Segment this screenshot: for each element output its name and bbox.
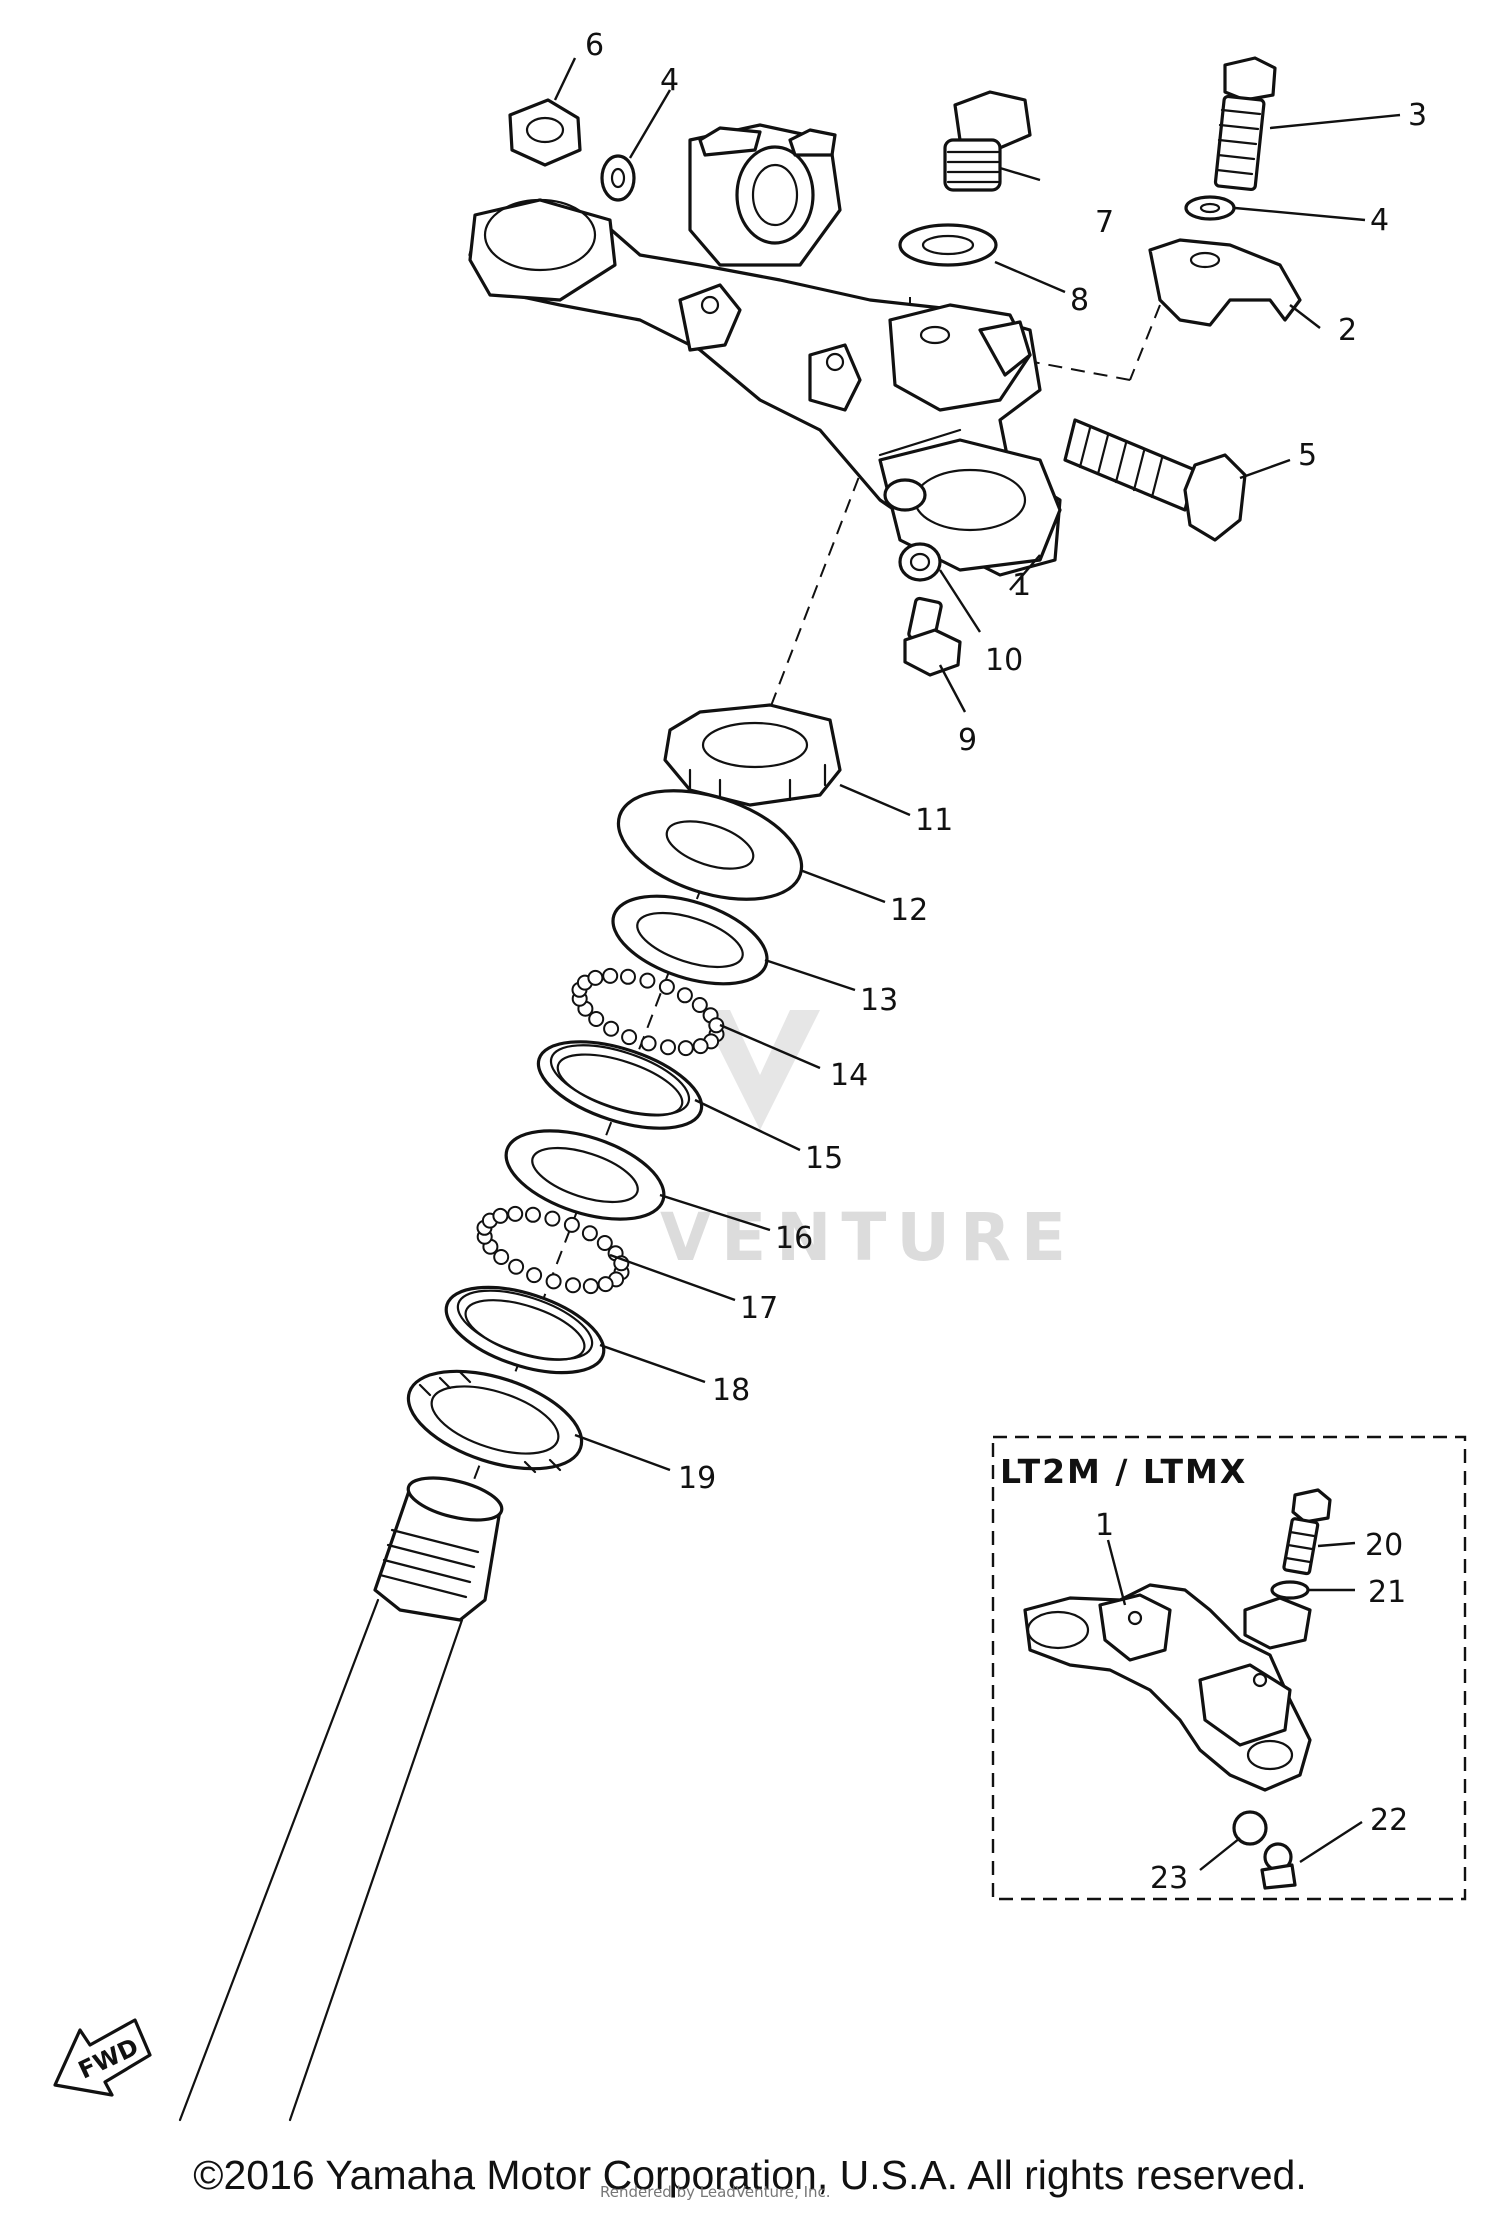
callout-6: 6 xyxy=(585,28,604,63)
callout-5: 5 xyxy=(1298,438,1317,473)
bearing-ball xyxy=(660,1039,676,1056)
bearing-ball xyxy=(493,1249,510,1265)
inset-bolt-part-20[interactable] xyxy=(1282,1488,1332,1576)
callout-2: 2 xyxy=(1338,313,1357,348)
bearing-ball xyxy=(620,968,636,985)
bearing-ball xyxy=(565,1277,581,1294)
callout-18: 18 xyxy=(712,1373,750,1408)
callout-9: 9 xyxy=(958,723,977,758)
bolt-part-5[interactable] xyxy=(1063,418,1247,542)
bearing-ball xyxy=(508,1258,525,1275)
bearing-ball xyxy=(677,1040,694,1057)
callout-22: 22 xyxy=(1370,1803,1408,1838)
bearing-race-part-13[interactable] xyxy=(602,879,778,1001)
bearing-ball xyxy=(544,1210,561,1227)
bearing-ball xyxy=(639,972,656,989)
handlebar-holder-upper[interactable] xyxy=(688,123,842,267)
callout-7: 7 xyxy=(1095,205,1114,240)
callout-3: 3 xyxy=(1408,98,1427,133)
copyright-footer: ©2016 Yamaha Motor Corporation, U.S.A. A… xyxy=(193,2152,1307,2198)
callout-14: 14 xyxy=(830,1058,868,1093)
washer-part-4-left[interactable] xyxy=(600,154,636,202)
callout-21: 21 xyxy=(1368,1575,1406,1610)
watermark-text: VENTURE xyxy=(660,1199,1076,1276)
inset-title: LT2M / LTMX xyxy=(1000,1452,1247,1491)
bearing-ball xyxy=(507,1205,524,1222)
ball-bearing-part-17[interactable] xyxy=(476,1205,630,1295)
washer-part-4-right[interactable] xyxy=(1184,195,1236,221)
leader-lines xyxy=(553,57,1401,1472)
bearing-ball xyxy=(582,1278,599,1295)
bolt-part-9[interactable] xyxy=(903,596,962,677)
bearing-ball xyxy=(597,1276,614,1293)
bearing-race-part-16[interactable] xyxy=(495,1114,674,1237)
bearing-race-part-15[interactable] xyxy=(528,1024,712,1145)
bearing-ball xyxy=(658,978,675,995)
callout-1: 1 xyxy=(1012,568,1031,603)
callout-17: 17 xyxy=(740,1291,778,1326)
bearing-ball xyxy=(621,1029,638,1046)
ball-bearing-part-14[interactable] xyxy=(571,967,725,1057)
callout-4-right: 4 xyxy=(1370,203,1389,238)
callout-12: 12 xyxy=(890,893,928,928)
bearing-ball xyxy=(492,1207,509,1224)
bearing-ball xyxy=(587,969,604,986)
washer-part-8[interactable] xyxy=(898,223,998,267)
inset-crown-part-1[interactable] xyxy=(1023,1583,1312,1792)
bearing-ball xyxy=(691,997,708,1013)
watermark: VENTURE xyxy=(660,1010,1076,1276)
steering-stem[interactable] xyxy=(178,1470,506,2122)
bearing-ball xyxy=(545,1273,562,1290)
callout-8: 8 xyxy=(1070,283,1089,318)
bearing-ball xyxy=(563,1216,580,1233)
callout-labels: 6 4 3 4 7 8 2 5 1 10 9 11 12 13 14 15 16… xyxy=(585,28,1427,1496)
bolt-part-3[interactable] xyxy=(1213,56,1277,192)
callout-15: 15 xyxy=(805,1141,843,1176)
callout-4-left: 4 xyxy=(660,63,679,98)
callout-11: 11 xyxy=(915,803,953,838)
callout-16: 16 xyxy=(775,1221,813,1256)
nut-part-6[interactable] xyxy=(508,98,582,167)
callout-10: 10 xyxy=(985,643,1023,678)
render-overlay-text: Rendered by LeadVenture, Inc. xyxy=(600,2183,831,2201)
ring-nut-part-11[interactable] xyxy=(663,703,842,807)
bearing-cover-part-12[interactable] xyxy=(605,770,815,920)
inset-washer-part-23[interactable] xyxy=(1232,1810,1268,1846)
axis-line-3 xyxy=(1129,304,1161,381)
callout-20: 20 xyxy=(1365,1528,1403,1563)
inset-variant-box: LT2M / LTMX 2 xyxy=(991,1435,1467,1901)
handle-crown-part-1[interactable] xyxy=(468,198,1062,577)
bearing-ball xyxy=(526,1267,543,1284)
bearing-race-part-18[interactable] xyxy=(436,1270,614,1389)
bearing-ball xyxy=(603,1020,620,1037)
dust-seal-part-19[interactable] xyxy=(396,1352,593,1488)
bearing-ball xyxy=(596,1235,613,1251)
callout-inset-1: 1 xyxy=(1095,1508,1114,1543)
handlebar-holder-part-2[interactable] xyxy=(1148,238,1302,327)
callout-13: 13 xyxy=(860,983,898,1018)
washer-part-10[interactable] xyxy=(898,542,942,582)
inset-washer-part-21[interactable] xyxy=(1270,1580,1310,1600)
bearing-ball xyxy=(588,1011,605,1027)
callout-23: 23 xyxy=(1150,1861,1188,1896)
bearing-ball xyxy=(676,987,693,1004)
callout-19: 19 xyxy=(678,1461,716,1496)
bearing-ball xyxy=(525,1206,541,1223)
bearing-ball xyxy=(602,967,619,984)
bearing-ball xyxy=(640,1035,657,1052)
bearing-ball xyxy=(581,1225,598,1242)
bolt-part-7[interactable] xyxy=(943,90,1032,192)
bearing-ball xyxy=(692,1038,709,1055)
fwd-arrow-icon: FWD xyxy=(53,2018,152,2097)
inset-bolt-part-22[interactable] xyxy=(1260,1842,1297,1890)
